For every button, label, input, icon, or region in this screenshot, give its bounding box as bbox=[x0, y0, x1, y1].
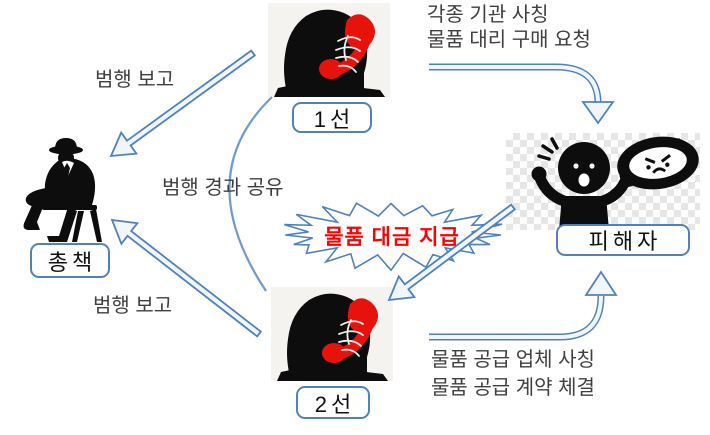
edge-label-request: 각종 기관 사칭 물품 대리 구매 요청 bbox=[427, 3, 591, 53]
line2-figure bbox=[271, 287, 393, 381]
text-line: 각종 기관 사칭 bbox=[427, 4, 549, 26]
node-label-line2: 2선 bbox=[296, 386, 370, 419]
node-label-line1: 1선 bbox=[292, 102, 372, 133]
text-line: 물품 공급 계약 체결 bbox=[431, 377, 595, 399]
victim-figure bbox=[506, 133, 700, 230]
edge-label-progress-share: 범행 경과 공유 bbox=[162, 177, 284, 199]
node-label-victim: 피해자 bbox=[556, 224, 690, 256]
payment-burst-label: 물품 대금 지급 bbox=[324, 226, 460, 249]
line1-figure bbox=[268, 3, 390, 97]
angry-caller-bubble-icon bbox=[617, 136, 699, 190]
node-label-text: 1선 bbox=[313, 106, 355, 132]
node-label-text: 2선 bbox=[314, 391, 356, 417]
seated-boss-icon bbox=[23, 138, 102, 242]
shocked-victim-icon bbox=[531, 136, 699, 230]
edge-label-supply: 물품 공급 업체 사칭 물품 공급 계약 체결 bbox=[431, 346, 595, 402]
node-label-boss: 총책 bbox=[30, 243, 110, 278]
text-line: 물품 공급 업체 사칭 bbox=[431, 349, 595, 371]
edge-label-report-top: 범행 보고 bbox=[95, 69, 175, 91]
text-line: 물품 대리 구매 요청 bbox=[427, 29, 591, 51]
boss-figure bbox=[18, 136, 112, 242]
node-label-text: 총책 bbox=[47, 249, 97, 275]
node-label-text: 피해자 bbox=[588, 229, 662, 254]
edge-label-report-bottom: 범행 보고 bbox=[93, 295, 173, 317]
